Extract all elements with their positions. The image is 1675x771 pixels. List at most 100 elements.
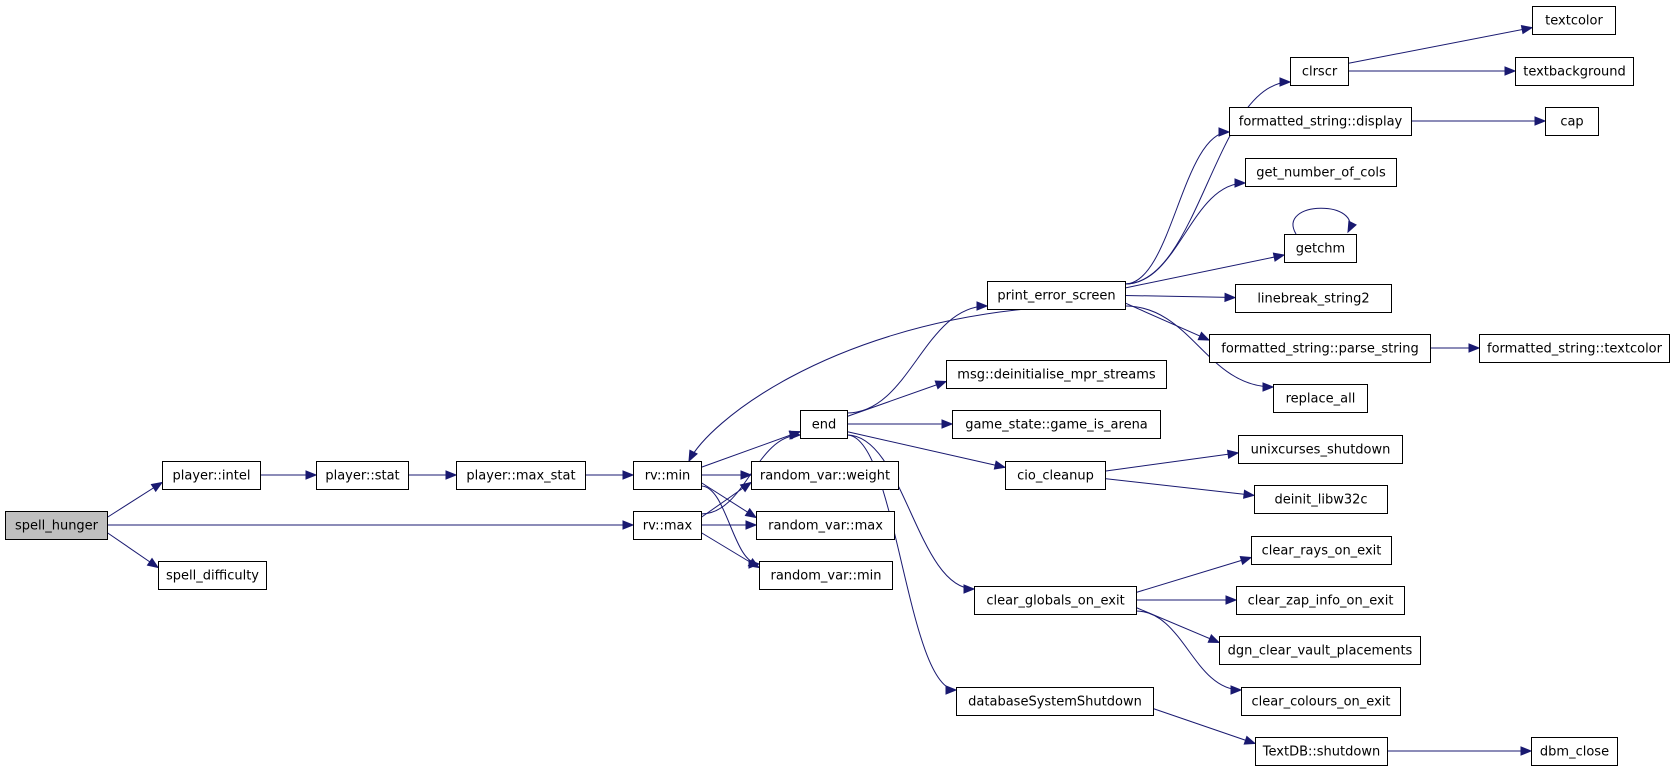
node-replace-all-box[interactable] <box>1273 384 1368 413</box>
node-player-stat-label: player::stat <box>325 469 399 484</box>
node-rvar-min-box[interactable] <box>759 561 893 590</box>
node-unixcurses-shutdown[interactable]: unixcurses_shutdown <box>1238 435 1403 464</box>
node-get-number-of-cols[interactable]: get_number_of_cols <box>1245 158 1397 187</box>
node-getchm[interactable]: getchm <box>1284 234 1357 263</box>
node-clear-globals-on-exit-box[interactable] <box>974 586 1137 615</box>
node-fs-textcolor-box[interactable] <box>1479 334 1670 363</box>
node-dgn-clear-vault-placements-box[interactable] <box>1219 636 1421 665</box>
node-fs-display[interactable]: formatted_string::display <box>1229 107 1412 136</box>
node-player-stat[interactable]: player::stat <box>316 461 409 490</box>
edge-fs-display-to-cap <box>1411 116 1547 126</box>
node-databaseSystemShutdown[interactable]: databaseSystemShutdown <box>956 687 1154 716</box>
edge-cio-cleanup-to-unixcurses-shutdown-line <box>1104 452 1239 472</box>
node-cap[interactable]: cap <box>1545 107 1599 136</box>
node-player-intel-box[interactable] <box>162 461 261 490</box>
edge-rv-min-to-rvar-max-line <box>700 482 757 518</box>
node-getchm-box[interactable] <box>1284 234 1357 263</box>
node-rv-min[interactable]: rv::min <box>633 461 702 490</box>
edge-textdb-shutdown-to-dbm-close <box>1387 746 1533 756</box>
edge-end-to-cio-cleanup-line <box>846 431 1006 468</box>
node-rvar-weight[interactable]: random_var::weight <box>751 461 899 490</box>
node-spell-difficulty[interactable]: spell_difficulty <box>158 561 267 590</box>
node-dbm-close[interactable]: dbm_close <box>1531 737 1618 766</box>
node-game-is-arena-box[interactable] <box>952 410 1161 439</box>
node-get-number-of-cols-box[interactable] <box>1245 158 1397 187</box>
node-rvar-max[interactable]: random_var::max <box>756 511 895 540</box>
edge-spell-hunger-to-player-intel-line <box>106 482 163 518</box>
node-clear-rays-on-exit[interactable]: clear_rays_on_exit <box>1251 536 1392 565</box>
node-player-intel-label: player::intel <box>173 469 251 484</box>
node-replace-all[interactable]: replace_all <box>1273 384 1368 413</box>
node-player-max-stat[interactable]: player::max_stat <box>456 461 586 490</box>
node-fs-textcolor[interactable]: formatted_string::textcolor <box>1479 334 1670 363</box>
edge-clear-globals-on-exit-to-clear-colours-on-exit <box>1135 610 1243 695</box>
node-msg-deinit-box[interactable] <box>946 360 1167 389</box>
edge-rv-min-to-rvar-weight-arrowhead <box>740 470 753 480</box>
node-clrscr[interactable]: clrscr <box>1290 57 1349 86</box>
node-get-number-of-cols-label: get_number_of_cols <box>1256 166 1386 181</box>
edge-print-error-screen-to-rv-min-line <box>688 308 1026 462</box>
edge-clear-globals-on-exit-to-clear-colours-on-exit-line <box>1135 610 1242 691</box>
node-rvar-min[interactable]: random_var::min <box>759 561 893 590</box>
node-spell-hunger[interactable]: spell_hunger <box>5 511 108 540</box>
node-fs-parse-string-box[interactable] <box>1209 334 1431 363</box>
node-rv-max-box[interactable] <box>633 511 702 540</box>
node-linebreak-string2-box[interactable] <box>1235 284 1392 313</box>
node-textbackground[interactable]: textbackground <box>1515 57 1634 86</box>
node-fs-display-box[interactable] <box>1229 107 1412 136</box>
node-rvar-weight-box[interactable] <box>751 461 899 490</box>
node-clear-colours-on-exit-box[interactable] <box>1241 687 1401 716</box>
edge-cio-cleanup-to-deinit-libw32c <box>1104 478 1256 499</box>
node-unixcurses-shutdown-box[interactable] <box>1238 435 1403 464</box>
node-databaseSystemShutdown-box[interactable] <box>956 687 1154 716</box>
node-clear-rays-on-exit-box[interactable] <box>1251 536 1392 565</box>
edge-print-error-screen-to-getchm <box>1124 252 1286 289</box>
node-player-max-stat-box[interactable] <box>456 461 586 490</box>
node-rvar-max-box[interactable] <box>756 511 895 540</box>
node-dgn-clear-vault-placements[interactable]: dgn_clear_vault_placements <box>1219 636 1421 665</box>
node-print-error-screen-box[interactable] <box>987 281 1126 310</box>
node-linebreak-string2[interactable]: linebreak_string2 <box>1235 284 1392 313</box>
node-textcolor-label: textcolor <box>1545 14 1603 29</box>
node-textbackground-box[interactable] <box>1515 57 1634 86</box>
node-textcolor[interactable]: textcolor <box>1532 6 1616 35</box>
edge-rv-min-to-rvar-weight <box>701 470 753 480</box>
node-end-box[interactable] <box>800 410 848 439</box>
node-rv-min-box[interactable] <box>633 461 702 490</box>
node-player-intel[interactable]: player::intel <box>162 461 261 490</box>
node-spell-hunger-box[interactable] <box>5 511 108 540</box>
edge-rv-max-to-end-line <box>700 434 801 515</box>
node-deinit-libw32c[interactable]: deinit_libw32c <box>1254 485 1388 514</box>
node-dbm-close-box[interactable] <box>1531 737 1618 766</box>
node-rv-max-label: rv::max <box>643 519 693 534</box>
node-textdb-shutdown-box[interactable] <box>1255 737 1388 766</box>
node-clear-zap-info-on-exit-box[interactable] <box>1236 586 1405 615</box>
edge-spell-hunger-to-spell-difficulty <box>106 532 160 569</box>
node-game-is-arena[interactable]: game_state::game_is_arena <box>952 410 1161 439</box>
node-clear-zap-info-on-exit[interactable]: clear_zap_info_on_exit <box>1236 586 1405 615</box>
node-print-error-screen[interactable]: print_error_screen <box>987 281 1126 310</box>
node-fs-parse-string[interactable]: formatted_string::parse_string <box>1209 334 1431 363</box>
edge-print-error-screen-to-fs-display-arrowhead <box>1218 127 1231 137</box>
edge-print-error-screen-to-rv-min <box>688 308 1026 463</box>
edge-spell-hunger-to-rv-max-arrowhead <box>622 520 635 530</box>
edge-end-to-game-is-arena <box>847 419 954 429</box>
node-clrscr-label: clrscr <box>1302 65 1338 80</box>
edge-databaseSystemShutdown-to-textdb-shutdown-arrowhead <box>1243 735 1257 745</box>
node-end[interactable]: end <box>800 410 848 439</box>
node-cap-box[interactable] <box>1545 107 1599 136</box>
node-cio-cleanup-box[interactable] <box>1005 461 1106 490</box>
node-rv-max[interactable]: rv::max <box>633 511 702 540</box>
node-clrscr-box[interactable] <box>1290 57 1349 86</box>
node-deinit-libw32c-box[interactable] <box>1254 485 1388 514</box>
node-textdb-shutdown[interactable]: TextDB::shutdown <box>1255 737 1388 766</box>
node-clear-globals-on-exit[interactable]: clear_globals_on_exit <box>974 586 1137 615</box>
node-clear-colours-on-exit[interactable]: clear_colours_on_exit <box>1241 687 1401 716</box>
node-cio-cleanup[interactable]: cio_cleanup <box>1005 461 1106 490</box>
node-unixcurses-shutdown-label: unixcurses_shutdown <box>1251 443 1391 458</box>
node-textcolor-box[interactable] <box>1532 6 1616 35</box>
edge-print-error-screen-to-clrscr-arrowhead <box>1279 77 1292 87</box>
node-spell-difficulty-box[interactable] <box>158 561 267 590</box>
node-player-stat-box[interactable] <box>316 461 409 490</box>
node-msg-deinit[interactable]: msg::deinitialise_mpr_streams <box>946 360 1167 389</box>
